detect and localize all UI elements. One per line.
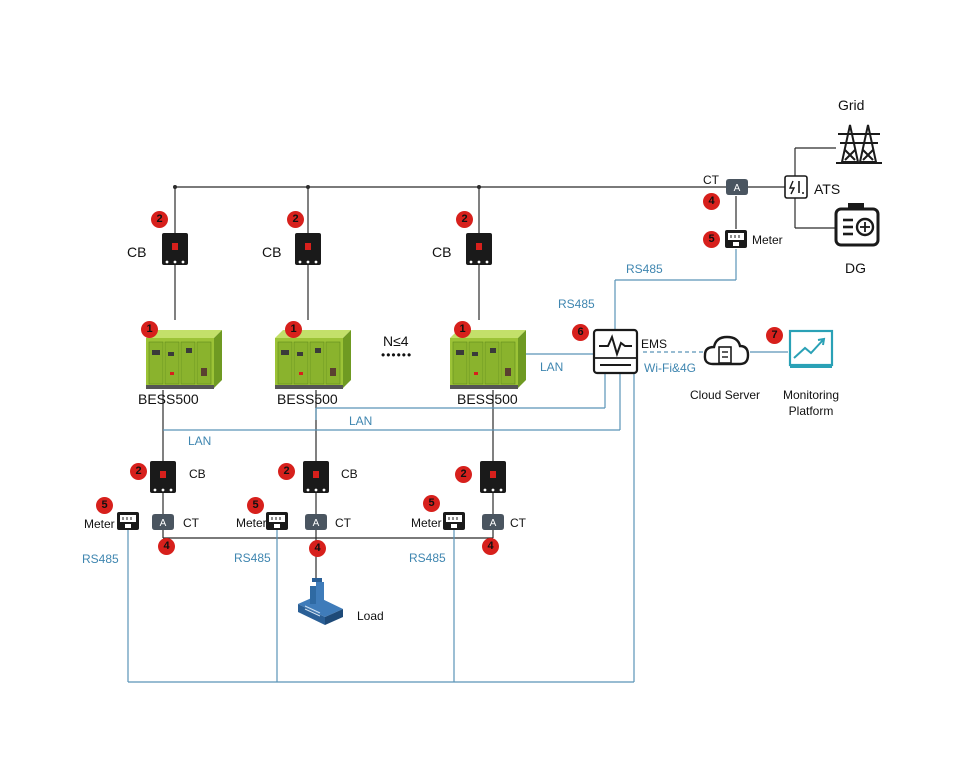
bess-label-3: BESS500	[457, 391, 518, 407]
wifi-4g-label: Wi-Fi&4G	[644, 361, 696, 375]
ct-label-grid: CT	[703, 173, 719, 187]
ats-switch-icon	[784, 175, 808, 199]
ems-label: EMS	[641, 337, 668, 351]
badge-ct: 4	[158, 538, 175, 555]
monitoring-label-line2: Platform	[788, 404, 834, 418]
communication-lines	[127, 249, 788, 683]
badge-meter: 5	[423, 495, 440, 512]
badge-cb: 2	[278, 463, 295, 480]
badge-bess: 1	[285, 321, 302, 338]
badge-bess: 1	[454, 321, 471, 338]
power-lines	[162, 147, 836, 579]
badge-ct: 4	[309, 540, 326, 557]
current-transformer-icon	[482, 514, 504, 530]
monitoring-platform-icon	[788, 329, 834, 368]
circuit-breaker-icon	[466, 233, 492, 265]
cb-label-lower-1: CB	[189, 467, 206, 481]
badge-cb: 2	[287, 211, 304, 228]
rs485-label-3: RS485	[409, 551, 446, 565]
circuit-breaker-icon	[303, 461, 329, 493]
current-transformer-icon	[305, 514, 327, 530]
monitoring-label-line1: Monitoring	[782, 388, 840, 402]
rs485-label-2: RS485	[234, 551, 271, 565]
meter-label-3: Meter	[411, 516, 442, 530]
ct-label-2: CT	[335, 516, 351, 530]
meter-icon	[265, 511, 289, 531]
battery-container-icon	[274, 329, 352, 390]
ct-label-3: CT	[510, 516, 526, 530]
badge-meter: 5	[96, 497, 113, 514]
n-limit-label: N≤4	[383, 333, 409, 349]
ems-monitor-icon	[592, 328, 639, 375]
badge-meter: 5	[703, 231, 720, 248]
rs485-label-ems: RS485	[626, 262, 663, 276]
cb-label-3: CB	[432, 244, 452, 260]
ats-label: ATS	[814, 181, 841, 197]
lan-label-ems: LAN	[540, 360, 564, 374]
badge-monitoring: 7	[766, 327, 783, 344]
lan-label-middle: LAN	[349, 414, 373, 428]
dg-label: DG	[845, 260, 866, 276]
badge-bess: 1	[141, 321, 158, 338]
meter-icon	[442, 511, 466, 531]
badge-cb: 2	[455, 466, 472, 483]
cloud-server-icon	[703, 335, 750, 366]
meter-icon	[116, 511, 140, 531]
lan-label-left: LAN	[188, 434, 212, 448]
cb-label-2: CB	[262, 244, 282, 260]
badge-ems: 6	[572, 324, 589, 341]
rs485-label-ems-2: RS485	[558, 297, 595, 311]
cloud-server-label: Cloud Server	[690, 388, 761, 402]
circuit-breaker-icon	[480, 461, 506, 493]
diesel-generator-icon	[834, 203, 880, 247]
meter-label-grid: Meter	[752, 233, 783, 247]
meter-label-2: Meter	[236, 516, 267, 530]
load-label: Load	[357, 609, 384, 623]
ct-label-1: CT	[183, 516, 199, 530]
current-transformer-icon	[726, 179, 748, 195]
current-transformer-icon	[152, 514, 174, 530]
bess-label-2: BESS500	[277, 391, 338, 407]
meter-label-1: Meter	[84, 517, 115, 531]
battery-container-icon	[449, 329, 527, 390]
bess-label-1: BESS500	[138, 391, 199, 407]
badge-cb: 2	[130, 463, 147, 480]
cb-label-1: CB	[127, 244, 147, 260]
meter-icon	[724, 229, 748, 249]
badge-meter: 5	[247, 497, 264, 514]
circuit-breaker-icon	[150, 461, 176, 493]
factory-load-icon	[298, 578, 343, 625]
badge-ct: 4	[703, 193, 720, 210]
grid-label: Grid	[838, 97, 865, 113]
circuit-breaker-icon	[162, 233, 188, 265]
battery-container-icon	[145, 329, 223, 390]
badge-cb: 2	[456, 211, 473, 228]
rs485-label-1: RS485	[82, 552, 119, 566]
badge-ct: 4	[482, 538, 499, 555]
cb-label-lower-2: CB	[341, 467, 358, 481]
badge-cb: 2	[151, 211, 168, 228]
circuit-breaker-icon	[295, 233, 321, 265]
transmission-tower-icon	[836, 124, 882, 164]
continuation-dots: ••••••	[381, 348, 413, 362]
